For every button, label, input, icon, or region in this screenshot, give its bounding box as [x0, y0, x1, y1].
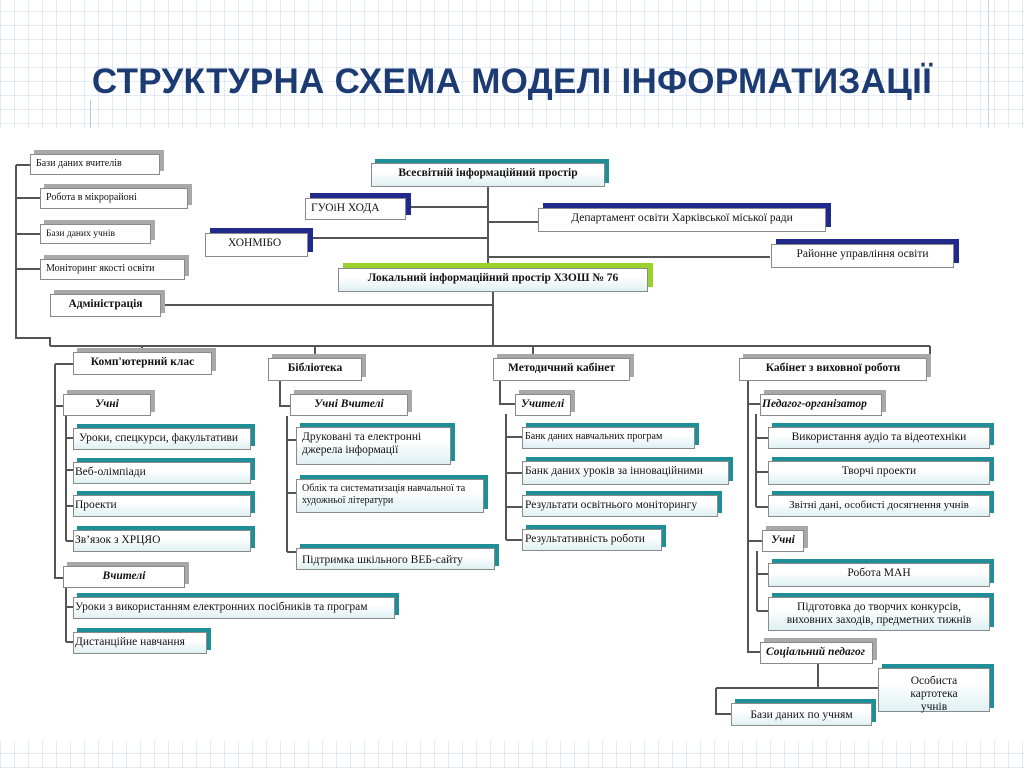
- cc-item: Уроки з використанням електронних посібн…: [73, 597, 395, 619]
- global-space-node: Всесвітній інформаційний простір: [371, 163, 605, 187]
- connector: [15, 165, 51, 346]
- method-item: Банк даних навчальних програм: [522, 427, 695, 449]
- edu-item: Звітні дані, особисті досягнення учнів: [768, 495, 990, 517]
- cc-item: Уроки, спецкурси, факультативи: [73, 428, 251, 450]
- library-node: Бібліотека: [268, 358, 362, 381]
- admin-node: Адміністрація: [50, 294, 161, 317]
- cc-item: Проекти: [73, 495, 251, 517]
- library-item: Друковані та електронні джерела інформац…: [296, 427, 451, 465]
- method-item: Банк даних уроків за інноваційними: [522, 461, 729, 485]
- edu-item: Використання аудіо та відеотехніки: [768, 427, 990, 449]
- edu-social-group: Соціальний педагог: [760, 642, 873, 664]
- page-title: СТРУКТУРНА СХЕМА МОДЕЛІ ІНФОРМАТИЗАЦІЇ: [91, 62, 933, 101]
- department-node: Департамент освіти Харківської міської р…: [538, 208, 826, 232]
- cc-item: Веб-олімпіади: [73, 462, 251, 484]
- method-item: Результативність роботи: [522, 529, 662, 551]
- decor-line: [90, 100, 91, 128]
- db-teachers-node: Бази даних вчителів: [30, 154, 160, 175]
- monitoring-node: Моніторинг якості освіти: [40, 259, 185, 280]
- cc-students-group: Учні: [63, 394, 151, 416]
- cc-teachers-group: Вчителі: [63, 566, 185, 588]
- db-students-node: Бази даних учнів: [40, 224, 151, 244]
- connector: [747, 371, 760, 653]
- cc-item: Зв’язок з ХРЦЯО: [73, 530, 251, 552]
- edu-students-group: Учні: [762, 530, 804, 552]
- edu-item: Творчі проекти: [768, 461, 990, 485]
- edu-item: Бази даних по учням: [731, 703, 872, 726]
- edu-item: Підготовка до творчих конкурсів, виховни…: [768, 597, 990, 631]
- method-group: Учителі: [515, 394, 571, 416]
- edu-organizer-group: Педагог-організатор: [760, 394, 882, 416]
- microdistrict-node: Робота в мікрорайоні: [40, 188, 188, 209]
- guoin-node: ГУОіН ХОДА: [305, 198, 406, 220]
- method-room-node: Методичний кабінет: [493, 358, 630, 381]
- library-item: Облік та систематизація навчальної та ху…: [296, 479, 484, 513]
- local-space-node: Локальний інформаційний простір ХЗОШ № 7…: [338, 268, 648, 292]
- decor-line: [988, 0, 989, 128]
- edu-item: Робота МАН: [768, 563, 990, 587]
- education-room-node: Кабінет з виховної роботи: [739, 358, 927, 381]
- connector: [715, 688, 731, 715]
- library-item: Підтримка шкільного ВЕБ-сайту: [296, 548, 495, 570]
- computer-class-node: Комп'ютерний клас: [73, 352, 212, 375]
- connector: [499, 371, 515, 405]
- connector: [54, 364, 63, 579]
- edu-item: Особиста картотека учнів: [878, 668, 990, 713]
- district-node: Районне управління освіти: [771, 244, 954, 268]
- method-item: Результати освітнього моніторингу: [522, 495, 718, 517]
- khonmibo-node: ХОНМІБО: [205, 233, 308, 257]
- cc-item: Дистанційне навчання: [73, 632, 207, 654]
- library-group: Учні Вчителі: [290, 394, 408, 416]
- connector: [279, 371, 290, 407]
